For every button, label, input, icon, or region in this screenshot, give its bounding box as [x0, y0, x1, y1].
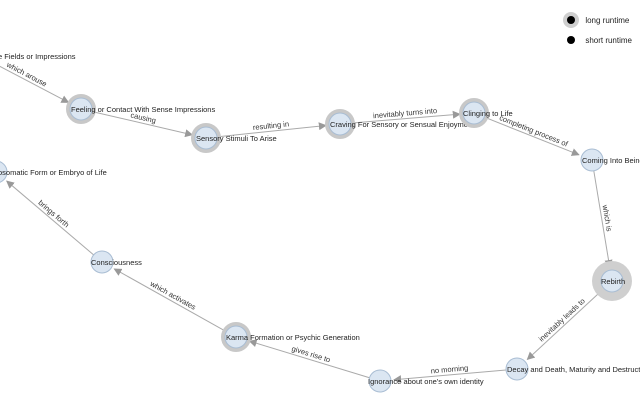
- node-label: Karma Formation or Psychic Generation: [226, 333, 360, 342]
- edge-label: completing process of: [498, 113, 570, 149]
- node-circle[interactable]: [224, 325, 248, 349]
- long-runtime-halo: [191, 123, 221, 153]
- node-circle[interactable]: [368, 369, 392, 393]
- edge-label: which arouse: [4, 60, 48, 89]
- long-runtime-halo: [459, 98, 489, 128]
- edge-coming-to-rebirth: [593, 170, 613, 268]
- legend-short-label: short runtime: [585, 35, 632, 45]
- node-circle[interactable]: [580, 148, 604, 172]
- node-label: Rebirth: [601, 277, 625, 286]
- long-runtime-halo: [66, 94, 96, 124]
- node-rebirth[interactable]: Rebirth: [592, 261, 632, 301]
- node-circle[interactable]: [462, 101, 486, 125]
- edge-stimuli-to-craving: [216, 122, 327, 138]
- legend-short-runtime: short runtime: [563, 30, 632, 50]
- node-clinging[interactable]: Clinging to Life: [459, 98, 513, 128]
- edge-rebirth-to-decay: [526, 288, 605, 361]
- edge-label: which is: [600, 203, 613, 232]
- edge-label: which activates: [148, 279, 198, 312]
- node-circle[interactable]: [328, 112, 352, 136]
- node-circle[interactable]: [0, 161, 8, 183]
- legend-long-runtime: long runtime: [563, 10, 632, 30]
- edge-craving-to-clinging: [350, 110, 461, 124]
- edge-consciousness-to-psychosomatic: [6, 180, 94, 256]
- legend: long runtime short runtime: [563, 10, 632, 50]
- node-consciousness[interactable]: Consciousness: [90, 250, 142, 274]
- node-label: osomatic Form or Embryo of Life: [0, 168, 107, 177]
- node-craving[interactable]: Craving For Sensory or Sensual Enjoyment…: [325, 109, 478, 139]
- node-stimuli[interactable]: Sensory Stimuli To Arise: [191, 123, 277, 153]
- node-label: Coming Into Being: [582, 156, 640, 165]
- node-circle[interactable]: [90, 250, 114, 274]
- node-decay[interactable]: Decay and Death, Maturity and Destructio: [505, 357, 640, 381]
- edge-label: brings forth: [36, 198, 70, 229]
- long-runtime-halo: [221, 322, 251, 352]
- node-circle[interactable]: [194, 126, 218, 150]
- node-label: e Fields or Impressions: [0, 52, 76, 61]
- node-circle[interactable]: [505, 357, 529, 381]
- node-circle[interactable]: [600, 269, 624, 293]
- node-ignorance[interactable]: Ignorance about one's own identity: [368, 369, 484, 393]
- node-feeling[interactable]: Feeling or Contact With Sense Impression…: [66, 94, 215, 124]
- edge-label: gives rise to: [291, 344, 332, 364]
- node-label: Clinging to Life: [463, 109, 513, 118]
- node-psychosomatic[interactable]: osomatic Form or Embryo of Life: [0, 161, 107, 183]
- node-circle[interactable]: [69, 97, 93, 121]
- edge-feeling-to-stimuli: [91, 110, 194, 138]
- node-label: Feeling or Contact With Sense Impression…: [71, 105, 215, 114]
- short-runtime-marker-icon: [563, 32, 579, 48]
- edge-label: inevitably leads to: [537, 296, 587, 343]
- node-label: Decay and Death, Maturity and Destructio: [507, 365, 640, 374]
- long-runtime-halo: [325, 109, 355, 139]
- long-runtime-marker-icon: [563, 12, 580, 28]
- edge-karma-to-consciousness: [113, 268, 227, 333]
- edge-fields-to-feeling: [0, 65, 70, 103]
- node-karma[interactable]: Karma Formation or Psychic Generation: [221, 322, 360, 352]
- edge-clinging-to-coming: [484, 116, 580, 156]
- edge-label: inevitably turns into: [373, 106, 438, 120]
- node-coming[interactable]: Coming Into Being: [580, 148, 640, 172]
- node-label: Craving For Sensory or Sensual Enjoyment…: [330, 120, 478, 129]
- node-label: Consciousness: [91, 258, 142, 267]
- edge-decay-to-ignorance: [393, 369, 507, 384]
- node-fields[interactable]: e Fields or Impressions: [0, 52, 76, 61]
- edge-label: no morning: [430, 363, 468, 375]
- legend-long-label: long runtime: [585, 15, 630, 25]
- node-label: Sensory Stimuli To Arise: [196, 134, 277, 143]
- edge-label: resulting in: [252, 119, 289, 132]
- node-label: Ignorance about one's own identity: [368, 377, 484, 386]
- edge-ignorance-to-karma: [248, 339, 370, 379]
